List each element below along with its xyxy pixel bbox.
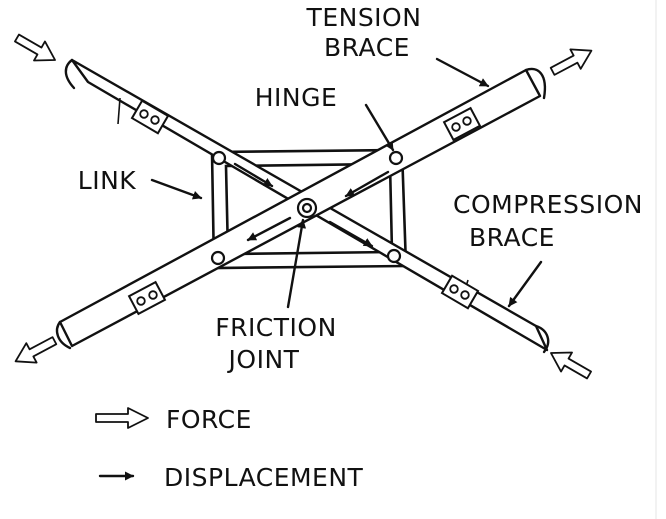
force-arrow-top-left [14,33,56,62]
leader-lines [150,57,543,309]
label-tension-line2: BRACE [324,33,410,62]
displacement-arrow-upper-left [233,162,274,188]
label-friction-line2: JOINT [227,345,300,374]
legend-force-label: FORCE [166,405,252,434]
hinge-pin-top-right [388,150,404,166]
displacement-arrows [233,162,390,248]
label-link: LINK [78,166,137,195]
brace-splice-plate-top-right [442,106,482,142]
force-arrow-bottom-right [550,351,592,380]
force-arrow-bottom-left [14,336,58,364]
leader-hinge [364,103,395,152]
leader-compression-brace [507,260,543,308]
friction-joint [296,197,318,219]
displacement-arrow-lower-right [328,220,374,248]
label-hinge: HINGE [255,83,338,112]
displacement-arrow-lower-left [246,216,292,242]
displacement-arrow-upper-right [344,170,390,198]
label-tension-line1: TENSION [306,3,422,32]
legend: FORCE DISPLACEMENT [95,405,364,492]
force-arrows [14,33,593,380]
hinge-pins [210,150,404,266]
legend-displacement-label: DISPLACEMENT [164,463,364,492]
brace-splice-plate-bottom-left [127,280,167,316]
label-compression-line1: COMPRESSION [453,190,643,219]
hinge-pin-top-left [211,150,227,166]
leader-link [150,178,203,200]
hinge-pin-bottom-left [210,250,226,266]
label-compression-line2: BRACE [469,223,555,252]
leader-friction-joint [286,218,307,309]
brace-splice-plate-top-left [130,99,170,135]
legend-force-icon [95,407,149,429]
leader-tension-brace [435,57,490,88]
label-friction-line1: FRICTION [215,313,337,342]
brace-splice-plate-bottom-right [440,274,480,310]
force-arrow-top-right [549,48,593,76]
hinge-pin-bottom-right [386,248,402,264]
